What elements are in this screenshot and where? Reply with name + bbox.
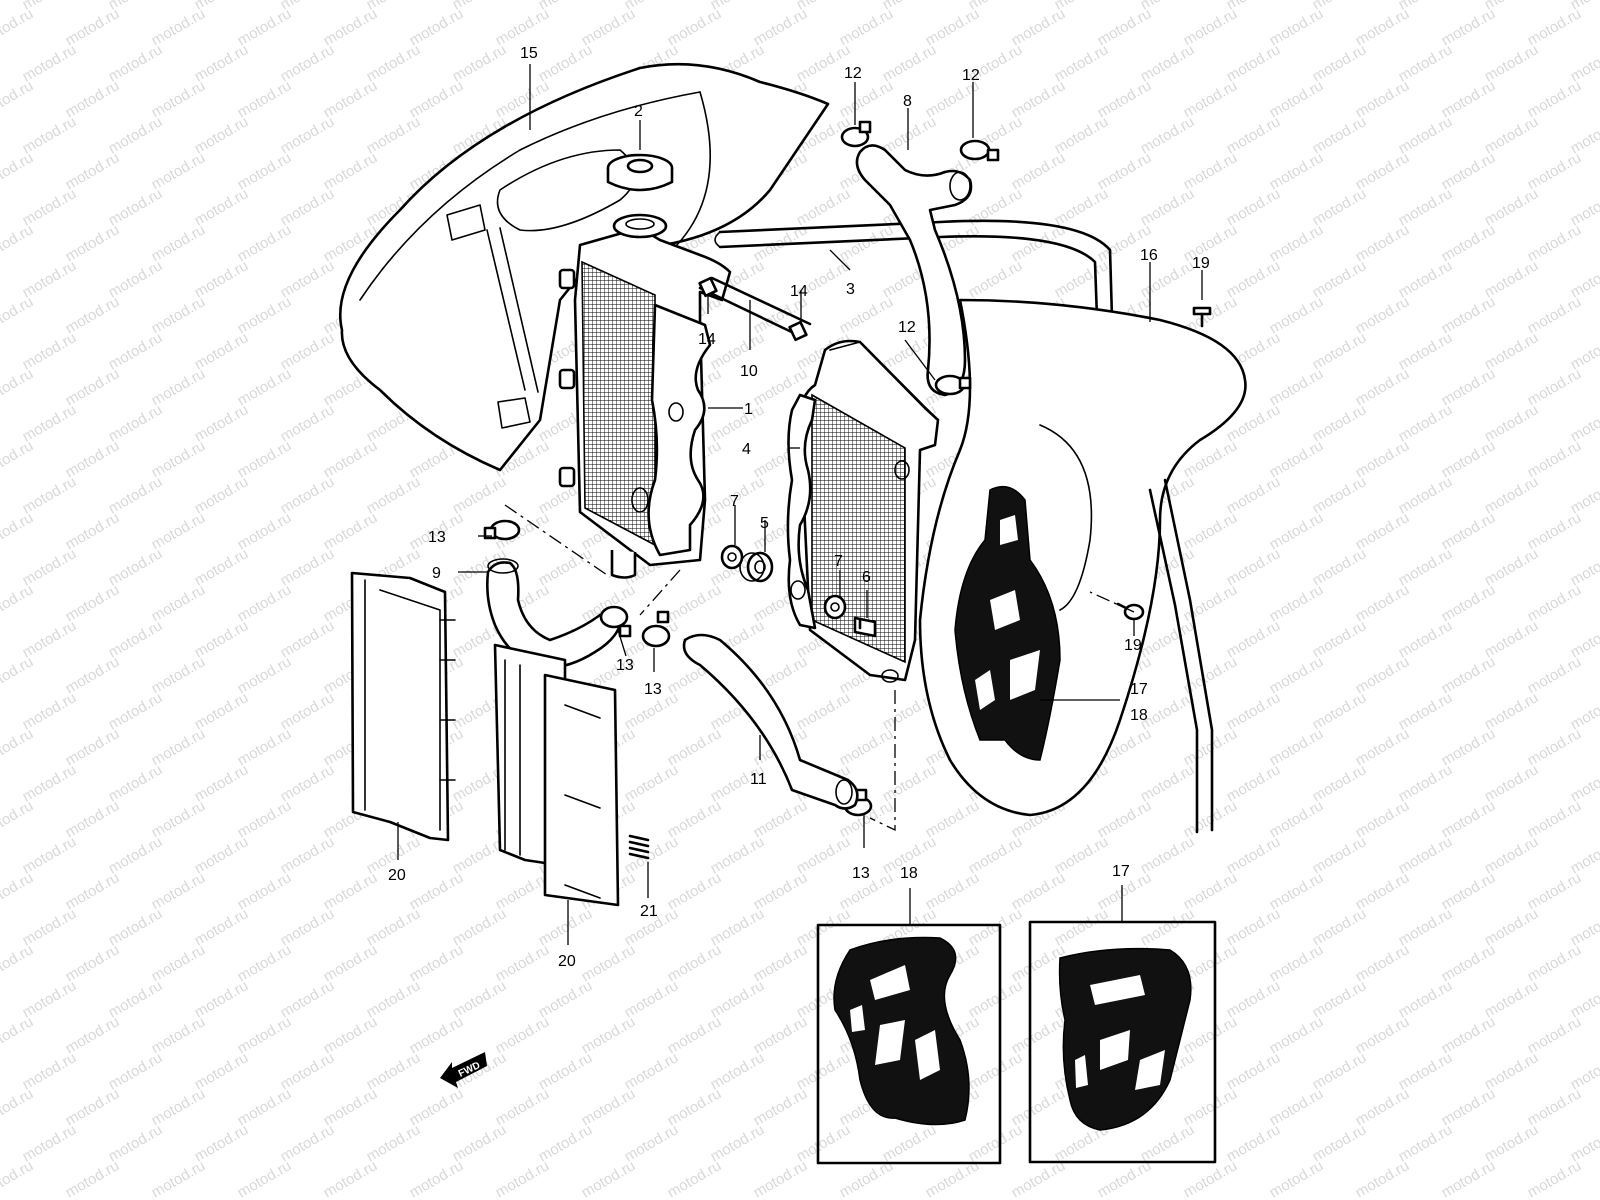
callout-18: 18 xyxy=(900,865,918,882)
watermark-text: motod.ru xyxy=(0,797,36,841)
callout-3: 3 xyxy=(846,281,855,298)
watermark-text: motod.ru xyxy=(63,1157,123,1200)
watermark-text: motod.ru xyxy=(1095,1157,1155,1200)
part-5-grommet xyxy=(739,551,774,583)
callout-14: 14 xyxy=(790,283,808,300)
watermark-text: motod.ru xyxy=(0,725,36,769)
callout-11: 11 xyxy=(750,771,767,788)
callout-6: 6 xyxy=(862,569,871,586)
watermark-text: motod.ru xyxy=(665,1157,725,1200)
part-17-18-decal-on-shroud xyxy=(954,485,1061,761)
watermark-text: motod.ru xyxy=(0,869,36,913)
watermark-text: motod.ru xyxy=(0,221,36,265)
callout-17: 17 xyxy=(1112,863,1130,880)
callout-13: 13 xyxy=(852,865,870,882)
callout-12: 12 xyxy=(962,67,980,84)
part-7-collars xyxy=(720,544,847,620)
inset-box-18 xyxy=(816,923,1002,1165)
part-12-hose-clamps xyxy=(840,120,1000,396)
watermark-text: motod.ru xyxy=(751,1157,811,1200)
watermark-text: motod.ru xyxy=(1267,1157,1327,1200)
callout-8: 8 xyxy=(903,93,912,110)
watermark-text: motod.ru xyxy=(0,149,36,193)
watermark-text: motod.ru xyxy=(0,1157,36,1200)
callout-16: 16 xyxy=(1140,247,1158,264)
watermark-text: motod.ru xyxy=(0,653,36,697)
watermark-text: motod.ru xyxy=(0,581,36,625)
watermark-text: motod.ru xyxy=(493,1157,553,1200)
watermark-text: motod.ru xyxy=(0,941,36,985)
callout-1: 1 xyxy=(744,401,753,418)
watermark-text: motod.ru xyxy=(321,1157,381,1200)
part-8-upper-hose xyxy=(855,144,973,397)
callout-13: 13 xyxy=(616,657,634,674)
callout-18: 18 xyxy=(1130,707,1148,724)
part-3-bracket xyxy=(714,219,1114,320)
watermark-text: motod.ru xyxy=(1009,1157,1069,1200)
part-20-radiator-guards xyxy=(350,571,620,907)
callout-19: 19 xyxy=(1192,255,1210,272)
callout-7: 7 xyxy=(730,493,739,510)
callout-19: 19 xyxy=(1124,637,1142,654)
part-6-bolt xyxy=(853,616,877,638)
callout-20: 20 xyxy=(558,953,576,970)
part-21-spring xyxy=(628,834,650,860)
callout-12: 12 xyxy=(844,65,862,82)
watermark-text: motod.ru xyxy=(149,1157,209,1200)
callout-21: 21 xyxy=(640,903,658,920)
watermark-text: motod.ru xyxy=(1181,1157,1241,1200)
callout-20: 20 xyxy=(388,867,406,884)
watermark-text: motod.ru xyxy=(235,1157,295,1200)
callout-2: 2 xyxy=(634,103,643,120)
callout-labels: 15 2 12 12 8 3 16 19 12 14 14 10 1 4 5 7… xyxy=(388,45,1210,970)
callout-14: 14 xyxy=(698,331,716,348)
watermark-text: motod.ru xyxy=(0,1013,36,1057)
callout-17: 17 xyxy=(1130,681,1148,698)
part-14-small-clamps xyxy=(698,276,808,342)
watermark-text: motod.ru xyxy=(1525,1157,1585,1200)
callout-9: 9 xyxy=(432,565,441,582)
inset-box-17 xyxy=(1028,920,1217,1164)
watermark-text: motod.ru xyxy=(0,365,36,409)
watermark-text: motod.ru xyxy=(0,509,36,553)
watermark-text: motod.ru xyxy=(0,437,36,481)
callout-7: 7 xyxy=(834,553,843,570)
part-2-radiator-cap xyxy=(606,153,674,192)
callout-13: 13 xyxy=(428,529,446,546)
part-13-hose-clamps xyxy=(483,519,873,817)
leader-lines xyxy=(397,64,1203,945)
watermark-text: motod.ru xyxy=(407,1157,467,1200)
watermark-text: motod.ru xyxy=(0,1085,36,1129)
callout-12: 12 xyxy=(898,319,916,336)
callout-4: 4 xyxy=(742,441,751,458)
watermark-text: motod.ru xyxy=(0,293,36,337)
assembly-dash-lines xyxy=(504,504,1135,832)
callout-5: 5 xyxy=(760,515,769,532)
part-11-lower-hose xyxy=(682,633,859,810)
watermark-text: motod.ru xyxy=(579,1157,639,1200)
watermark-text: motod.ru xyxy=(0,5,36,49)
watermark-text: motod.ru xyxy=(1353,1157,1413,1200)
callout-13: 13 xyxy=(644,681,662,698)
watermark-text: motod.ru xyxy=(0,77,36,121)
callout-10: 10 xyxy=(740,363,758,380)
part-1-left-radiator xyxy=(558,213,732,579)
callout-15: 15 xyxy=(520,45,538,62)
watermark-text: motod.ru xyxy=(1439,1157,1499,1200)
